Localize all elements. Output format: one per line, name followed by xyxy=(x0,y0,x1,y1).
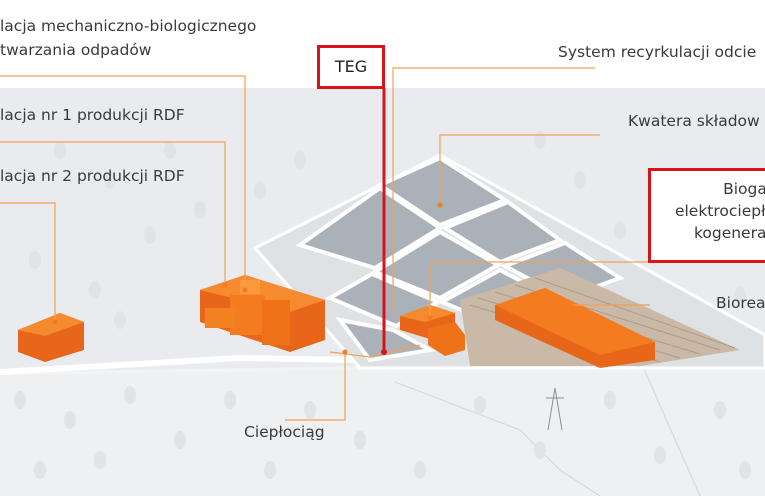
label-rdf1: lacja nr 1 produkcji RDF xyxy=(0,106,185,124)
building-rdf2 xyxy=(18,313,84,362)
label-biogas-line1: Biogaz xyxy=(723,180,765,198)
teg-leader-dot xyxy=(381,349,387,355)
front-field xyxy=(0,365,765,496)
power-tower xyxy=(546,387,564,431)
teg-box: TEG xyxy=(317,45,385,89)
label-biogas-line3: kogenerac xyxy=(693,224,765,242)
side-road xyxy=(639,359,701,496)
label-heat-pipe: Ciepłociąg xyxy=(244,423,325,441)
label-bioreactor: Biorea xyxy=(716,294,765,312)
label-landfill: Kwatera składow xyxy=(628,112,760,130)
label-teg: TEG xyxy=(334,57,368,76)
label-mbp-line2: twarzania odpadów xyxy=(0,41,152,59)
building-teg xyxy=(400,305,465,356)
trees xyxy=(14,131,751,479)
building-bioreactor xyxy=(495,288,655,368)
label-biogas-line2: elektrociepło xyxy=(674,202,765,220)
biogas-box: Biogaz elektrociepło kogenerac xyxy=(648,168,765,263)
callout-dots xyxy=(52,202,573,355)
label-rdf2: lacja nr 2 produkcji RDF xyxy=(0,167,185,185)
label-mbp-line1: lacja mechaniczno-biologicznego xyxy=(0,17,257,35)
label-recycle: System recyrkulacji odcie xyxy=(558,43,757,61)
